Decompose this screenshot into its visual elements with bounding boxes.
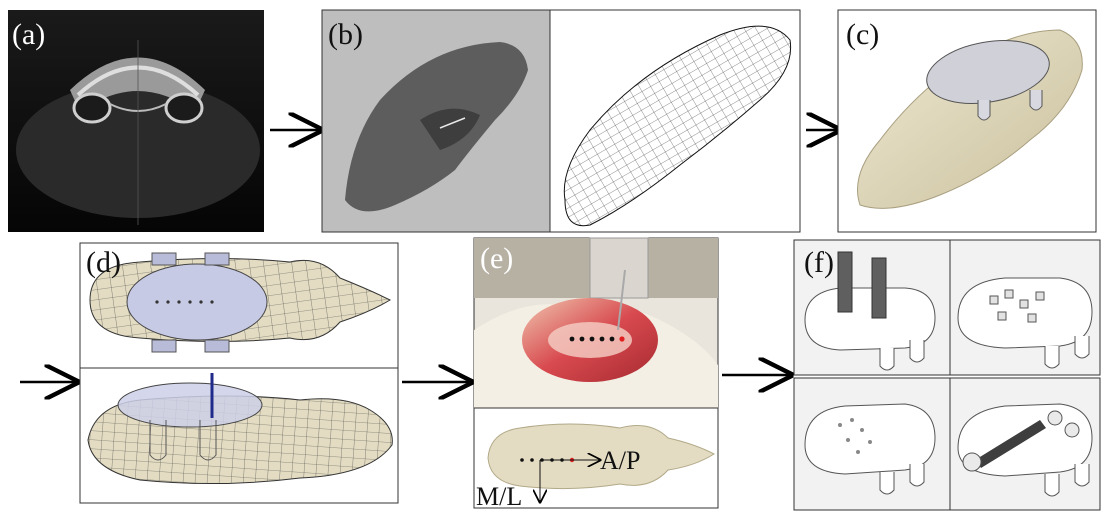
electrode-hole-row: [155, 300, 214, 304]
electrode-needle: [617, 269, 626, 331]
ct-skull-arc: [70, 57, 205, 112]
implant-tab-right: [1029, 90, 1043, 111]
panel-c-implant-on-skull: (c): [837, 9, 1097, 233]
implant-tab-left: [977, 100, 991, 121]
panel-f-label: (f): [804, 246, 834, 279]
variant-3-model: [804, 403, 936, 495]
ct-right-bulla: [164, 92, 204, 124]
variant-4-model: [957, 403, 1093, 497]
panel-a-ct-slice: (a): [8, 10, 264, 232]
panel-d-design: (d): [79, 242, 399, 504]
surgery-marker-row: [569, 336, 615, 342]
wireframe-skull: [563, 25, 792, 227]
panel-d-label: (d): [86, 246, 121, 279]
panel-e-surgery: A/P M/L (e): [473, 237, 719, 511]
ap-axis-label: A/P: [600, 446, 640, 475]
variant-2-model: [957, 277, 1093, 369]
variant-1-model: [804, 251, 936, 371]
panel-a-label: (a): [12, 18, 45, 51]
implant-plate: [926, 40, 1050, 104]
ml-axis-label: M/L: [476, 482, 522, 511]
panel-e-label: (e): [480, 242, 513, 275]
panel-b-label: (b): [328, 18, 363, 51]
panel-c-label: (c): [846, 18, 879, 51]
surgery-marker-red: [619, 336, 625, 342]
panel-f-implant-variants: (f): [793, 239, 1101, 511]
ct-left-bulla: [72, 92, 112, 124]
implant-top-view: [126, 263, 268, 341]
panel-b-reconstruction: (b): [321, 9, 801, 233]
implant-side-view: [117, 382, 263, 428]
